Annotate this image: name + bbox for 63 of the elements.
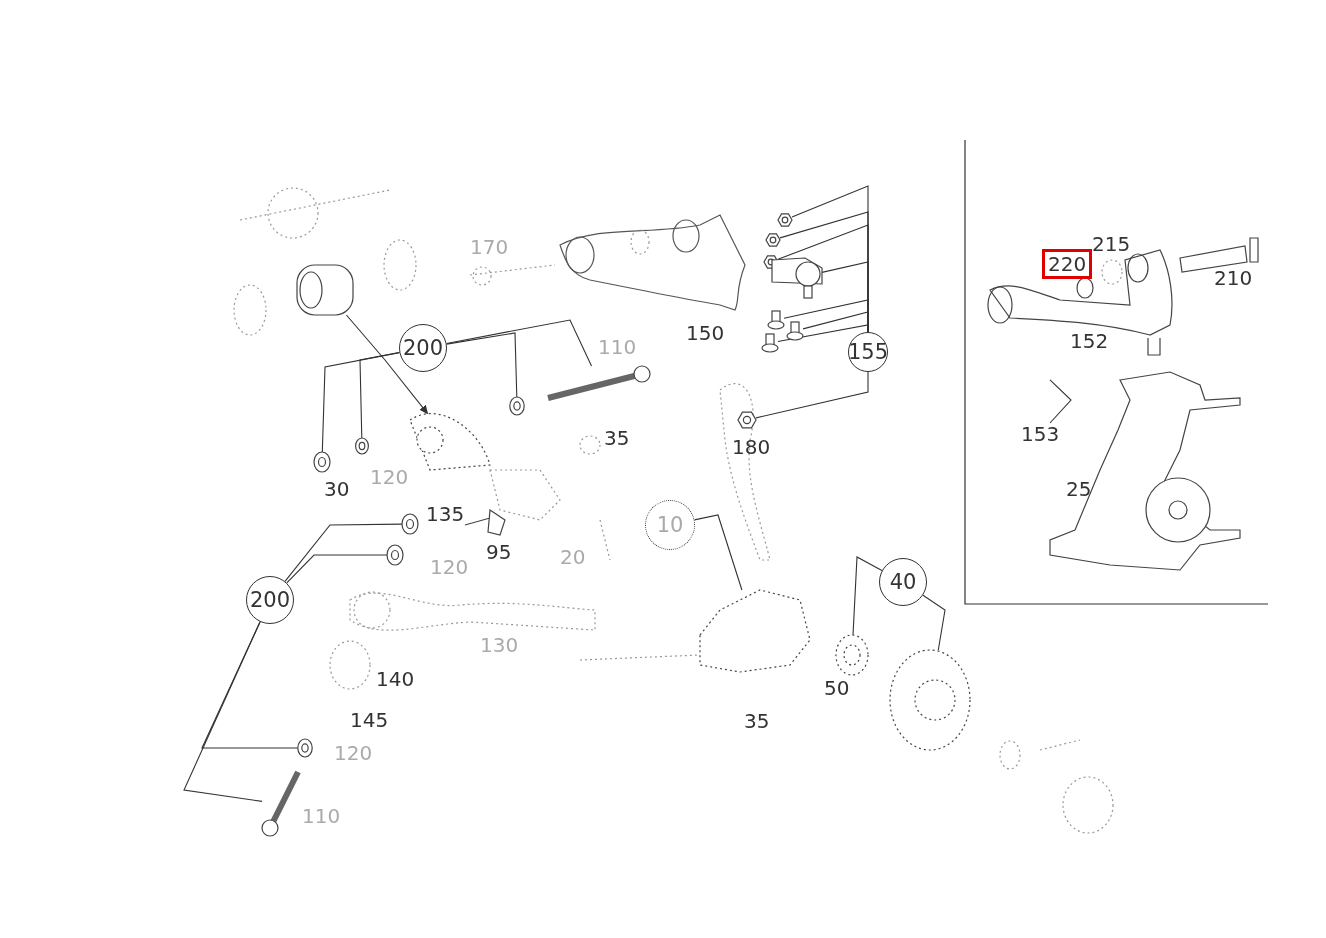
bolt-drawing bbox=[261, 770, 301, 837]
callout-number: 35 bbox=[744, 710, 770, 732]
leader-line bbox=[284, 523, 403, 582]
wheel-carrier-drawing bbox=[699, 589, 811, 673]
callout-circle: 40 bbox=[879, 558, 927, 606]
callout-number: 150 bbox=[686, 322, 725, 344]
callout-number: 145 bbox=[350, 709, 389, 731]
bolt-drawing bbox=[786, 321, 804, 341]
callout-number: 215 bbox=[1092, 233, 1131, 255]
callout-number: 30 bbox=[324, 478, 350, 500]
callout-circle: 200 bbox=[399, 324, 447, 372]
leader-line bbox=[286, 554, 388, 584]
callout-number: 110 bbox=[598, 336, 637, 358]
bolt-drawing bbox=[767, 310, 785, 330]
washer-drawing bbox=[355, 437, 369, 455]
leader-line bbox=[359, 351, 400, 439]
callout-number: 210 bbox=[1214, 267, 1253, 289]
control-arm-drawing bbox=[409, 413, 491, 471]
leader-line bbox=[201, 621, 299, 749]
leader-line bbox=[755, 371, 869, 419]
callout-number: 20 bbox=[560, 546, 586, 568]
callout-number: 152 bbox=[1070, 330, 1109, 352]
callout-number: 120 bbox=[370, 466, 409, 488]
callout-circle: 200 bbox=[246, 576, 294, 624]
callout-number: 140 bbox=[376, 668, 415, 690]
callout-number: 50 bbox=[824, 677, 850, 699]
callout-number: 153 bbox=[1021, 423, 1060, 445]
nut-drawing bbox=[777, 213, 793, 227]
nut-drawing bbox=[737, 411, 757, 429]
washer-drawing bbox=[386, 544, 404, 566]
callout-number: 120 bbox=[334, 742, 373, 764]
washer-drawing bbox=[509, 396, 525, 416]
callout-number: 110 bbox=[302, 805, 341, 827]
ball-joint-drawing bbox=[771, 257, 823, 299]
callout-circle: 10 bbox=[645, 500, 695, 550]
leader-line bbox=[693, 514, 743, 591]
callout-number: 120 bbox=[430, 556, 469, 578]
washer-drawing bbox=[297, 738, 313, 758]
leader-line bbox=[183, 621, 263, 802]
callout-number: 95 bbox=[486, 541, 512, 563]
leader-line bbox=[446, 332, 518, 398]
callout-number: 35 bbox=[604, 427, 630, 449]
leader-line bbox=[777, 324, 869, 343]
callout-number: 130 bbox=[480, 634, 519, 656]
callout-number: 25 bbox=[1066, 478, 1092, 500]
callout-number: 135 bbox=[426, 503, 465, 525]
bushing-drawing bbox=[296, 264, 354, 316]
seal-drawing bbox=[835, 634, 869, 676]
highlighted-callout-number: 220 bbox=[1042, 249, 1093, 279]
wheel-hub-drawing bbox=[889, 649, 971, 751]
leader-line bbox=[446, 319, 593, 367]
callout-number: 180 bbox=[732, 436, 771, 458]
leader-line bbox=[1049, 379, 1072, 424]
callout-number: 170 bbox=[470, 236, 509, 258]
leader-line bbox=[852, 556, 883, 636]
leader-line bbox=[922, 594, 946, 651]
bolt-drawing bbox=[761, 333, 779, 353]
bolt-drawing bbox=[547, 365, 651, 401]
arrow bbox=[345, 314, 429, 415]
nut-drawing bbox=[765, 233, 781, 247]
callout-circle: 155 bbox=[848, 332, 888, 372]
washer-drawing bbox=[313, 451, 331, 473]
washer-drawing bbox=[401, 513, 419, 535]
